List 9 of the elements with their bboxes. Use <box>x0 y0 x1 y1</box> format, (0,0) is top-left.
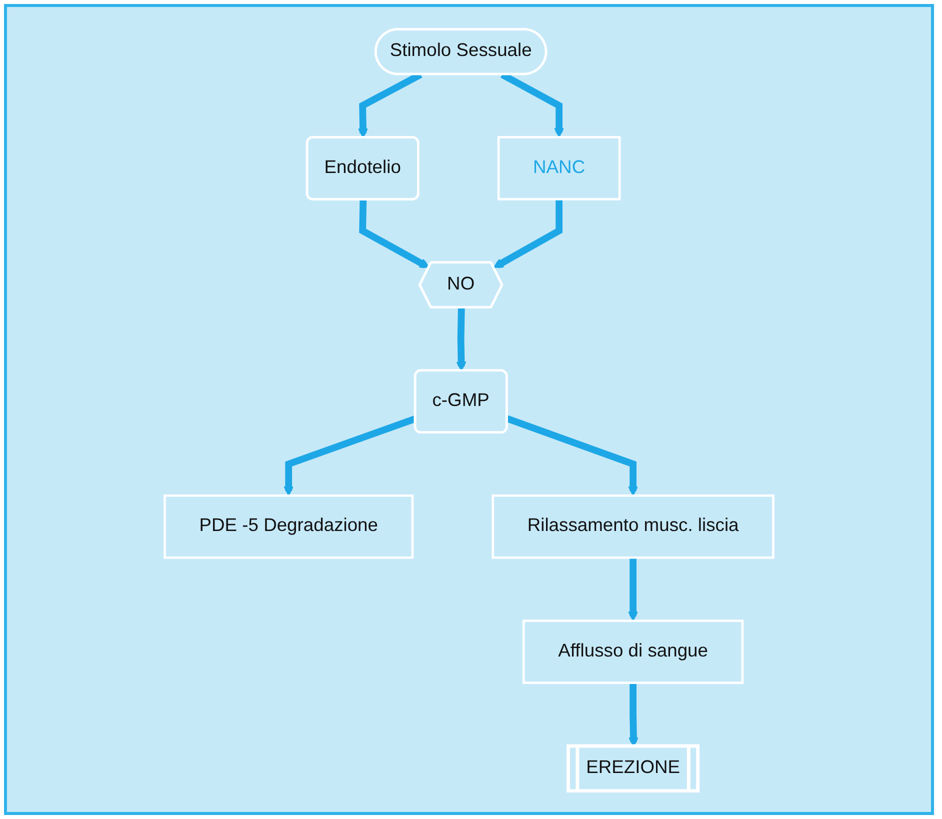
node-box: PDE -5 Degradazione <box>164 494 414 558</box>
node-box: Rilassamento musc. liscia <box>492 494 774 558</box>
arrow <box>359 199 430 268</box>
node-box: NANC <box>497 136 621 200</box>
arrow <box>506 414 638 496</box>
arrow <box>628 557 638 621</box>
arrow <box>456 307 466 371</box>
node-box: Afflusso di sangue <box>522 619 744 684</box>
arrow <box>493 198 563 268</box>
